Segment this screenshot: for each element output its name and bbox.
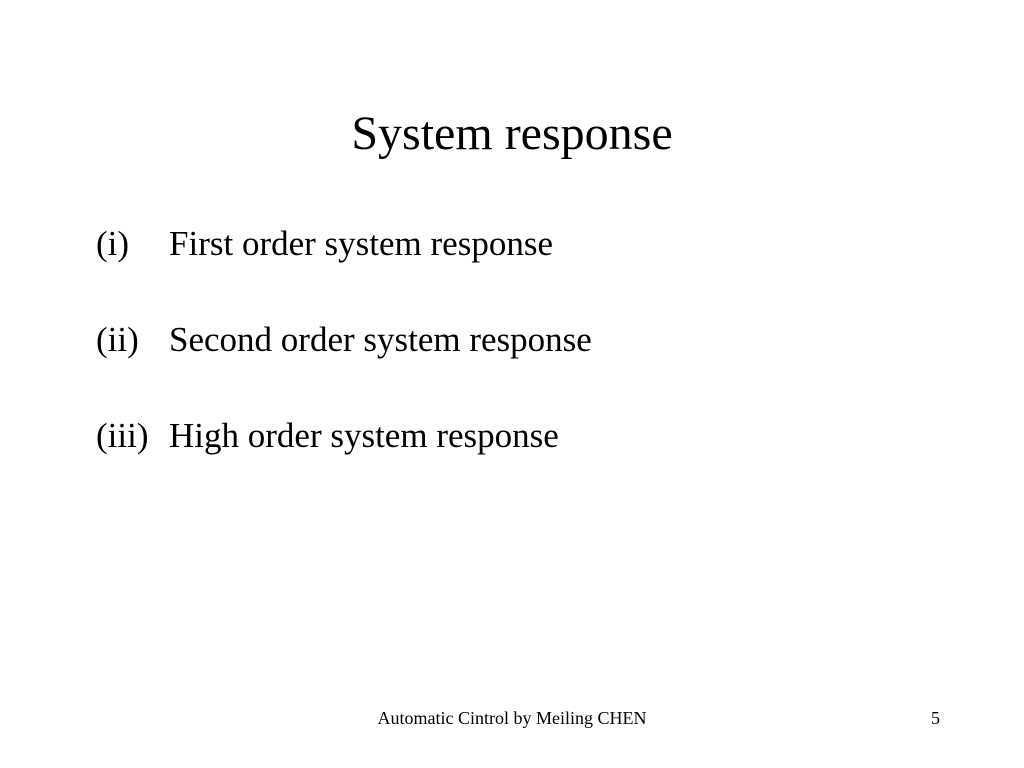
list-item-number: (i) — [96, 224, 130, 263]
response-list: (i) First order system response (ii) Sec… — [96, 222, 956, 510]
list-item-number: (iii) — [96, 416, 149, 455]
list-item-text: High order system response — [169, 416, 559, 455]
list-item-text: Second order system response — [169, 320, 592, 359]
slide-footer: Automatic Cintrol by Meiling CHEN — [377, 708, 647, 728]
page-number: 5 — [931, 708, 940, 728]
list-item-text: First order system response — [169, 224, 553, 263]
slide-title: System response — [351, 107, 673, 160]
list-item-number: (ii) — [96, 320, 139, 359]
list-item: (ii) Second order system response — [96, 318, 956, 414]
list-item: (iii) High order system response — [96, 414, 956, 510]
list-item: (i) First order system response — [96, 222, 956, 318]
